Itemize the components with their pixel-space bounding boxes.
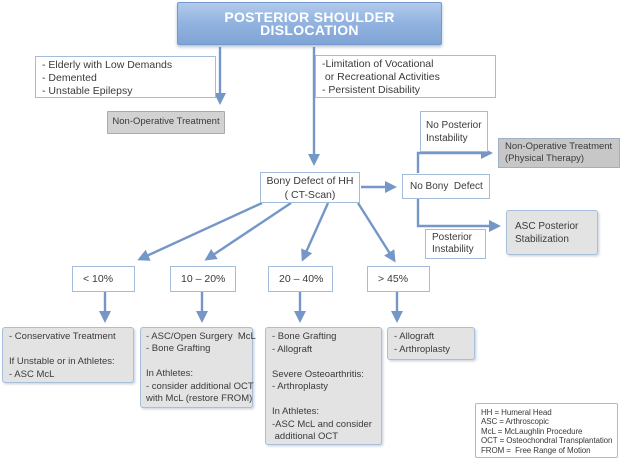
text-line: - Persistent Disability bbox=[322, 84, 421, 96]
text-line: - Allograft bbox=[394, 331, 435, 342]
text-line: additional OCT bbox=[272, 431, 339, 442]
pct-10-20-box: 10 – 20% bbox=[170, 266, 236, 292]
arrow-bony-to-10-20 bbox=[204, 202, 292, 261]
arrow-bony-to-gt45 bbox=[356, 202, 396, 263]
text-line: - ASC McL bbox=[9, 368, 55, 380]
pct-lt10-box: < 10% bbox=[72, 266, 135, 292]
text-line: ASC Posterior bbox=[515, 220, 579, 232]
text-line: - Demented bbox=[42, 72, 97, 84]
pct-gt45-box: > 45% bbox=[367, 266, 430, 292]
arrow-bony-to-20-40 bbox=[301, 202, 330, 262]
text-line: Stabilization bbox=[515, 233, 569, 245]
text-line: ASC = Arthroscopic bbox=[481, 417, 549, 427]
text-line: HH = Humeral Head bbox=[481, 408, 552, 417]
page-title: POSTERIOR SHOULDER DISLOCATION bbox=[224, 8, 395, 38]
text-line: 10 – 20% bbox=[181, 272, 226, 285]
text-line: In Athletes: bbox=[272, 406, 320, 417]
text-line bbox=[9, 344, 127, 357]
no-bony-defect-box: No Bony Defect bbox=[402, 174, 490, 199]
text-line: - consider additional OCT bbox=[146, 380, 254, 392]
treatment-20-40-box: - Bone Grafting- Allograft Severe Osteoa… bbox=[265, 327, 382, 445]
text-line: If Unstable or in Athletes: bbox=[9, 356, 115, 367]
text-line: OCT = Osteochondral Transplantation bbox=[481, 436, 613, 446]
text-line: Instability bbox=[432, 244, 474, 255]
treatment-10-20-box: - ASC/Open Surgery McL- Bone Grafting In… bbox=[140, 327, 256, 408]
text-line: > 45% bbox=[378, 272, 409, 285]
title-box: POSTERIOR SHOULDER DISLOCATION bbox=[177, 2, 442, 45]
text-line: Severe Osteoarthritis: bbox=[272, 368, 364, 380]
pct-20-40-box: 20 – 40% bbox=[268, 266, 333, 292]
arrow-no-bony-to-nonoperative-pt bbox=[416, 147, 493, 173]
text-line bbox=[272, 394, 375, 407]
text-line: - Allograft bbox=[272, 343, 313, 355]
text-line: In Athletes: bbox=[146, 368, 194, 380]
text-line: Posterior bbox=[432, 231, 473, 243]
text-line: with McL (restore FROM) bbox=[146, 393, 253, 405]
bony-defect-hh-box: Bony Defect of HH( CT-Scan) bbox=[260, 172, 360, 203]
text-line: 20 – 40% bbox=[279, 272, 324, 285]
text-line: Non-Operative Treatment bbox=[112, 116, 220, 128]
text-line: Non-Operative Treatment bbox=[505, 141, 613, 152]
text-line: -ASC McL and consider bbox=[272, 418, 372, 430]
text-line: - Elderly with Low Demands bbox=[42, 59, 173, 71]
text-line: - Arthroplasty bbox=[394, 343, 450, 355]
non-operative-physical-therapy-box: Non-Operative Treatment(Physical Therapy… bbox=[498, 138, 620, 168]
text-line: McL = McLaughlin Procedure bbox=[481, 426, 583, 436]
text-line bbox=[272, 356, 375, 369]
arrow-bony-to-lt10 bbox=[137, 201, 263, 261]
text-line: - Conservative Treatment bbox=[9, 331, 116, 342]
text-line: - Bone Grafting bbox=[272, 331, 337, 342]
text-line bbox=[146, 356, 247, 368]
treatment-gt45-box: - Allograft- Arthroplasty bbox=[387, 327, 475, 360]
text-line: - Unstable Epilepsy bbox=[42, 85, 133, 97]
text-line: FROM = Free Range of Motion bbox=[481, 445, 591, 455]
text-line: Instability bbox=[426, 132, 468, 144]
text-line: or Recreational Activities bbox=[322, 71, 440, 83]
text-line: No Posterior bbox=[426, 119, 482, 131]
text-line: < 10% bbox=[83, 272, 114, 285]
text-line: ( CT-Scan) bbox=[284, 188, 336, 201]
text-line: No Bony Defect bbox=[410, 181, 483, 192]
text-line: - Bone Grafting bbox=[146, 343, 211, 355]
text-line: Bony Defect of HH bbox=[266, 174, 354, 187]
arrow-no-bony-to-asc-stabilization bbox=[416, 199, 501, 232]
criteria-elderly-box: - Elderly with Low Demands- Demented- Un… bbox=[35, 56, 216, 98]
criteria-limitation-box: -Limitation of Vocational or Recreationa… bbox=[315, 55, 496, 98]
text-line: (Physical Therapy) bbox=[505, 153, 585, 164]
text-line: - ASC/Open Surgery McL bbox=[146, 331, 256, 342]
non-operative-treatment-box: Non-Operative Treatment bbox=[107, 111, 225, 134]
text-line: - Arthroplasty bbox=[272, 381, 328, 392]
text-line: -Limitation of Vocational bbox=[322, 58, 434, 70]
treatment-lt10-box: - Conservative Treatment If Unstable or … bbox=[2, 327, 134, 383]
